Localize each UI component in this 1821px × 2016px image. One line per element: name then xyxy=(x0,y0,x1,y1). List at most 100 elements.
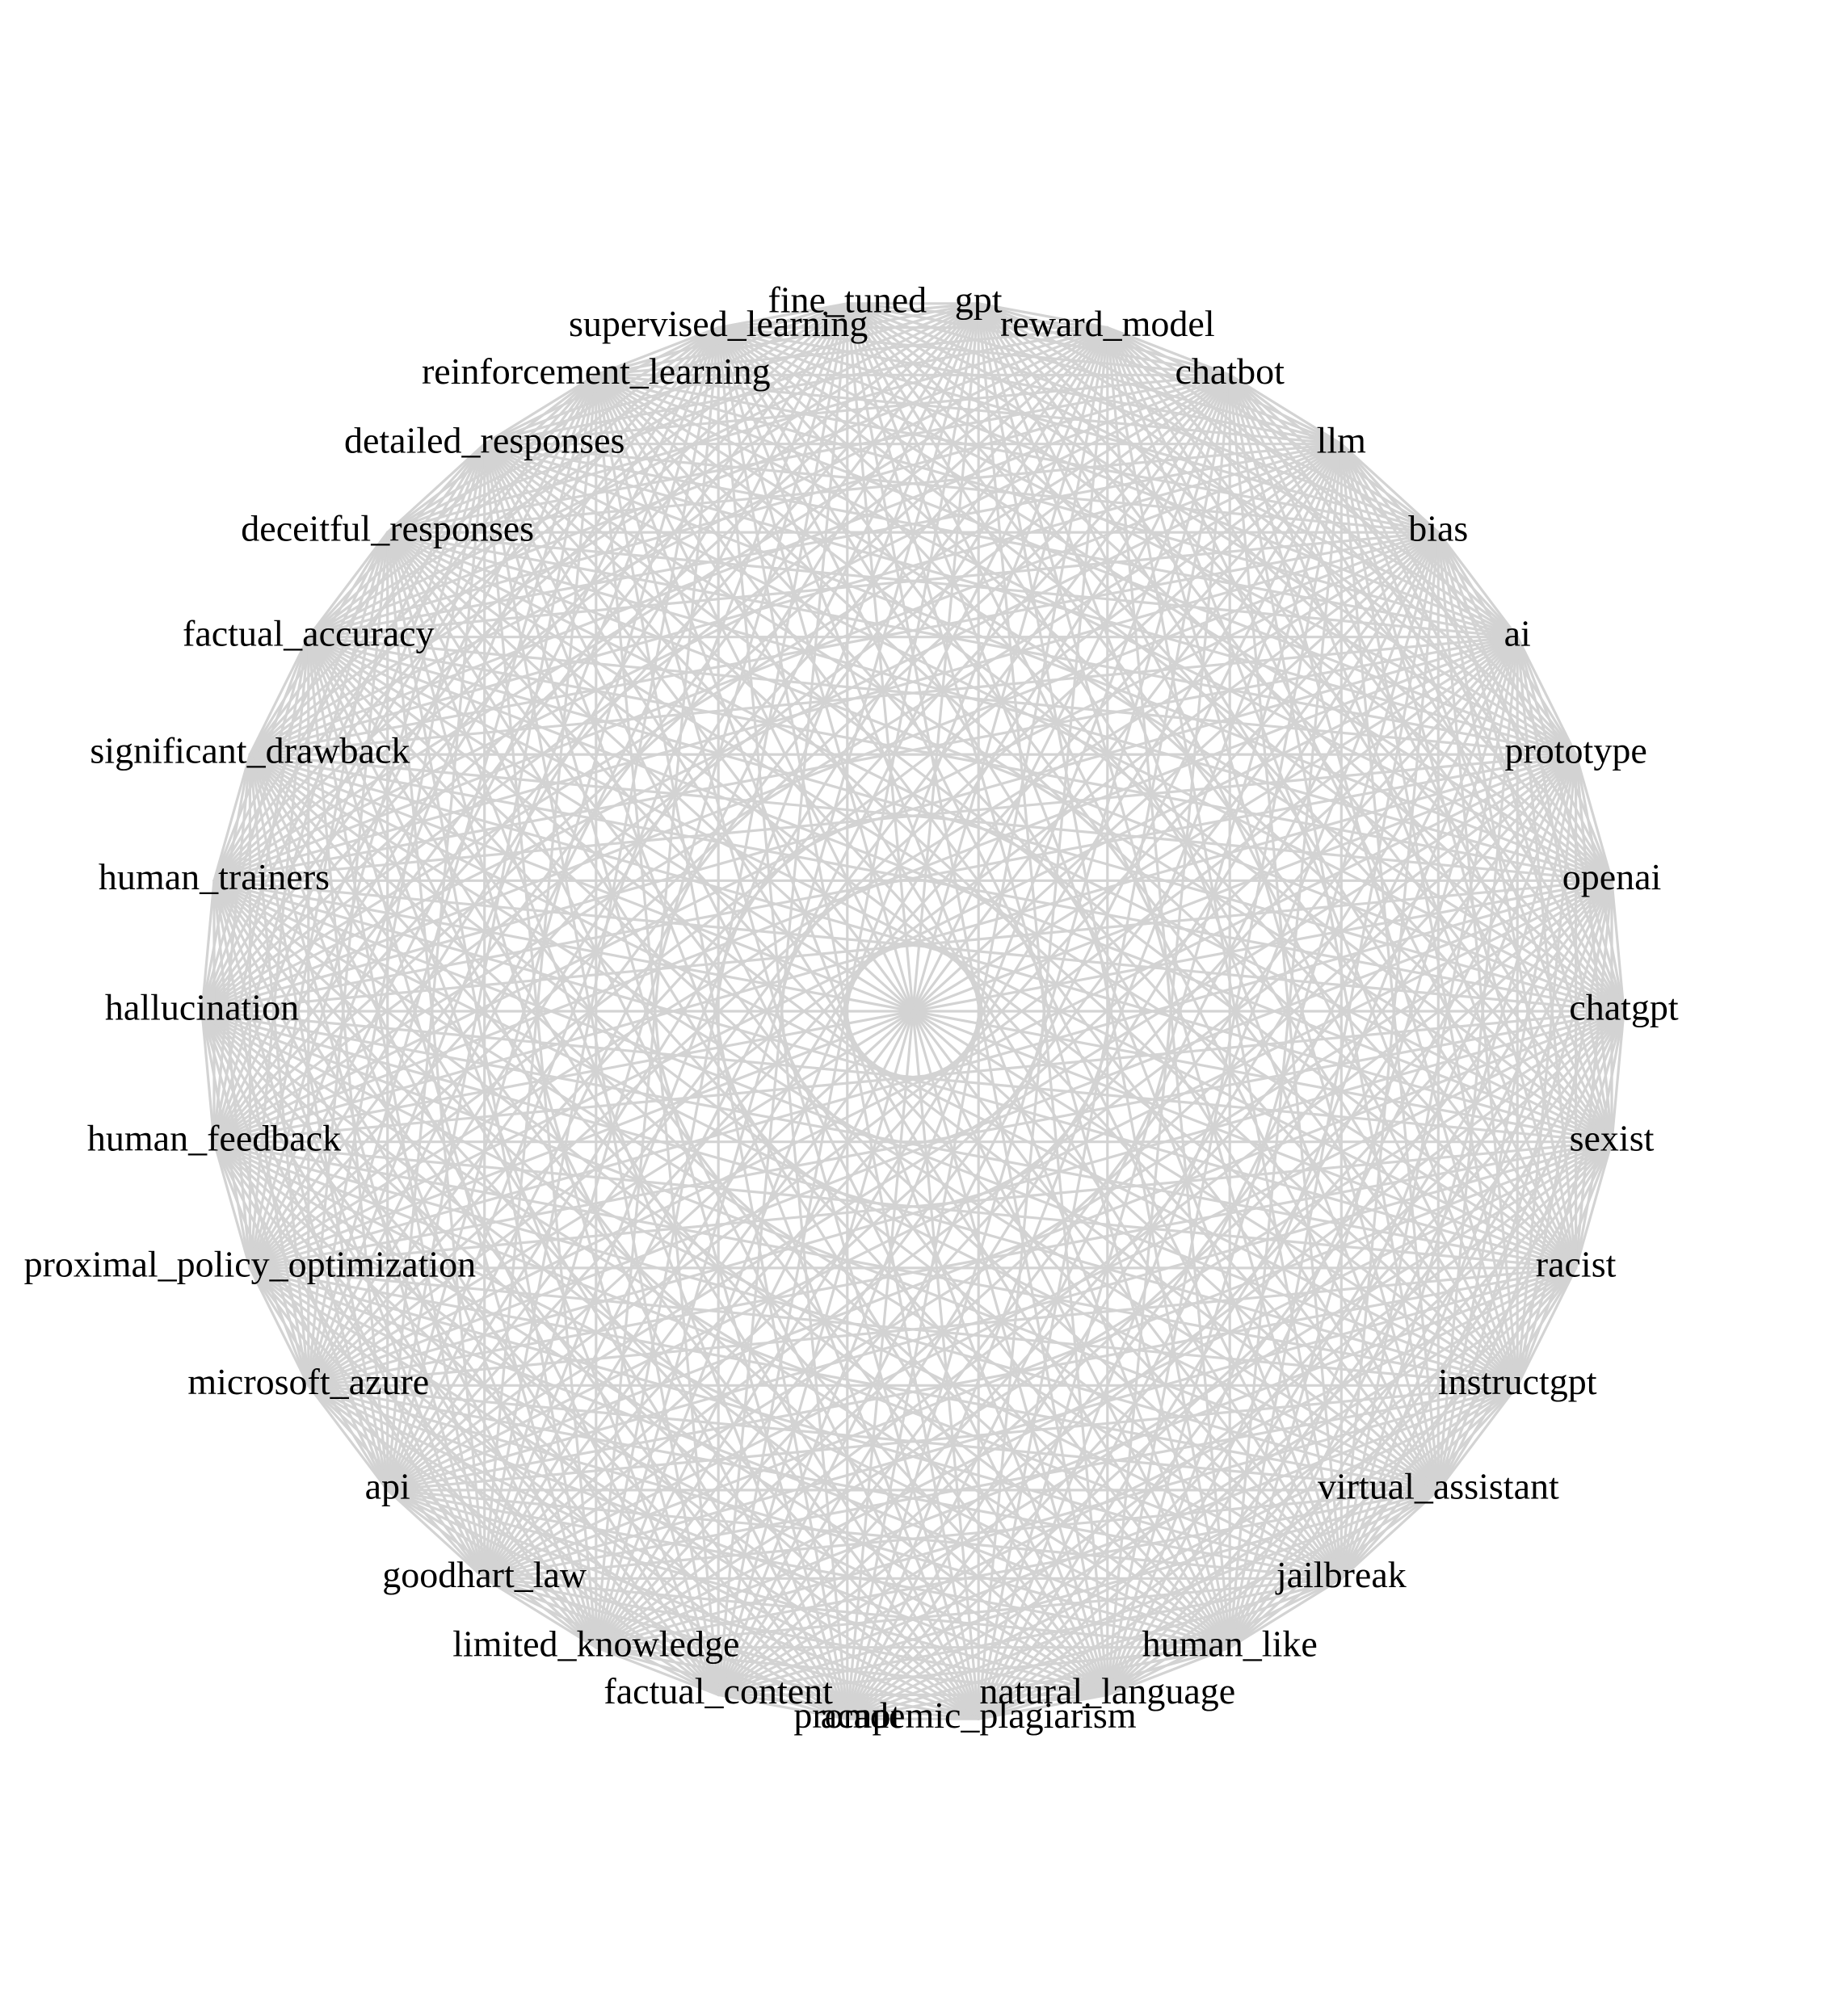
graph-edge xyxy=(386,531,720,1696)
graph-edge xyxy=(212,879,598,1649)
graph-edge xyxy=(248,1266,310,1387)
graph-edge xyxy=(595,373,1578,1270)
graph-edge xyxy=(1106,1010,1625,1696)
graph-edge xyxy=(200,1010,1613,1144)
graph-edge xyxy=(212,879,1343,1580)
graph-edge xyxy=(386,531,1578,756)
graph-edge xyxy=(200,1010,1440,1492)
graph-edge xyxy=(846,302,1613,1144)
graph-edge xyxy=(1436,531,1519,639)
graph-edge xyxy=(483,636,1519,1580)
graph-edge xyxy=(1339,1489,1440,1580)
graph-edge xyxy=(1436,531,1578,1270)
node-label-jailbreak: jailbreak xyxy=(1275,1554,1407,1595)
graph-edge xyxy=(846,1140,1613,1720)
graph-edge xyxy=(1574,1140,1613,1270)
graph-edge xyxy=(483,1140,1613,1580)
graph-edge xyxy=(212,1140,1578,1270)
graph-edge xyxy=(483,443,849,1720)
graph-edge xyxy=(1106,326,1231,1649)
graph-edge xyxy=(1106,1266,1578,1696)
graph-edge xyxy=(200,531,1440,1013)
graph-edge xyxy=(595,1140,1613,1649)
graph-edge xyxy=(717,326,1343,1580)
graph-edge xyxy=(977,1646,1231,1720)
graph-edge xyxy=(386,531,849,1720)
graph-edge xyxy=(977,302,1109,1696)
node-label-virtual-assistant: virtual_assistant xyxy=(1318,1465,1559,1506)
graph-edge xyxy=(1574,753,1613,1144)
graph-edge xyxy=(307,636,849,1720)
graph-edge xyxy=(1436,636,1519,1492)
graph-edge xyxy=(483,326,1109,1580)
graph-edge xyxy=(1516,636,1578,1270)
graph-edge xyxy=(846,302,1440,1492)
graph-edge xyxy=(200,1010,720,1696)
graph-edge xyxy=(717,1693,980,1720)
graph-edge xyxy=(595,326,720,1649)
graph-edge xyxy=(386,531,1613,1144)
graph-edge xyxy=(307,326,1109,1387)
graph-edge xyxy=(717,326,1519,1387)
graph-edge xyxy=(1610,1010,1625,1144)
graph-edge xyxy=(386,1266,1578,1492)
graph-edge xyxy=(717,302,849,330)
graph-edge xyxy=(212,443,1343,1144)
graph-edge xyxy=(483,302,849,1580)
graph-edge xyxy=(1106,326,1440,1492)
graph-edge xyxy=(386,1010,1625,1492)
graph-edge xyxy=(595,373,1440,1492)
graph-edge xyxy=(595,1646,849,1720)
graph-edge xyxy=(248,753,486,1580)
node-label-human-like: human_like xyxy=(1142,1623,1318,1664)
graph-edge xyxy=(595,1489,1440,1649)
graph-edge xyxy=(717,1489,1440,1696)
graph-edge xyxy=(1106,326,1231,376)
node-label-bias: bias xyxy=(1408,508,1468,549)
graph-edge xyxy=(200,753,1578,1013)
graph-edge xyxy=(1339,443,1578,1270)
graph-edge xyxy=(1516,636,1613,1144)
node-label-ai: ai xyxy=(1504,612,1531,653)
graph-edge xyxy=(717,443,1343,1696)
graph-edge xyxy=(200,326,720,1013)
node-label-academic-plagiarism: academic_plagiarism xyxy=(821,1695,1137,1736)
graph-edge xyxy=(977,302,1613,882)
node-label-supervised-learning: supervised_learning xyxy=(569,303,868,344)
graph-edge xyxy=(200,879,216,1013)
graph-edge xyxy=(248,443,486,1270)
graph-edge xyxy=(386,531,1231,1649)
graph-edge xyxy=(212,636,1519,1144)
graph-edge xyxy=(1106,326,1625,1013)
graph-edge xyxy=(386,531,980,1720)
graph-edge xyxy=(248,373,1231,1270)
graph-edge xyxy=(200,1010,1231,1649)
graph-edge xyxy=(1339,443,1519,1387)
graph-edge xyxy=(1516,1140,1613,1387)
graph-edge xyxy=(248,1266,980,1720)
graph-edge xyxy=(212,636,1519,882)
graph-edge xyxy=(1516,1266,1578,1387)
edge-layer xyxy=(200,302,1625,1720)
graph-edge xyxy=(386,373,1231,534)
graph-edge xyxy=(248,753,1625,1013)
graph-edge xyxy=(248,636,310,756)
graph-edge xyxy=(212,879,1613,1144)
graph-edge xyxy=(307,636,1613,1144)
graph-edge xyxy=(595,373,1440,534)
graph-edge xyxy=(248,753,980,1720)
node-label-api: api xyxy=(365,1465,410,1506)
graph-edge xyxy=(846,1266,1578,1720)
graph-edge xyxy=(1339,753,1578,1580)
graph-edge xyxy=(386,326,720,1492)
graph-edge xyxy=(483,1384,1519,1580)
graph-edge xyxy=(248,1266,389,1492)
graph-edge xyxy=(307,1384,486,1580)
graph-edge xyxy=(248,1266,1440,1492)
graph-edge xyxy=(307,636,1343,1580)
graph-edge xyxy=(200,1010,251,1270)
node-label-instructgpt: instructgpt xyxy=(1438,1361,1597,1402)
graph-edge xyxy=(846,1693,1109,1720)
graph-edge xyxy=(977,636,1519,1720)
node-label-goodhart-law: goodhart_law xyxy=(382,1554,587,1595)
